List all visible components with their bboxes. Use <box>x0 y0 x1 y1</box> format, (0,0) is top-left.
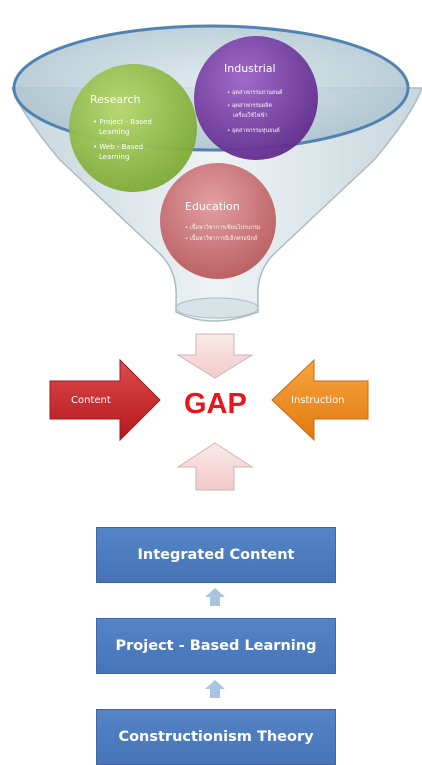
up-arrow <box>176 442 254 491</box>
industrial-bullet-2: • อุตสาหกรรมผลิต <box>227 102 272 109</box>
industrial-bullet-2-cont: เครื่องใช้ไฟฟ้า <box>233 111 268 119</box>
industrial-title: Industrial <box>224 62 276 75</box>
integrated-content-box: Integrated Content <box>96 527 336 583</box>
research-bullet-1: • Project - Based <box>93 118 152 126</box>
project-based-learning-box: Project - Based Learning <box>96 618 336 674</box>
down-arrow <box>176 333 254 379</box>
education-bullet-2: • เนื้อหาวิชาการอิเล็กทรอนิกส์ <box>185 234 258 242</box>
funnel-spout <box>175 297 259 319</box>
gap-label: GAP <box>184 388 247 420</box>
stack-up-arrow-2 <box>205 680 225 698</box>
research-bullet-1-cont: Learning <box>99 128 129 136</box>
content-arrow <box>49 358 161 442</box>
constructionism-theory-label: Constructionism Theory <box>118 729 314 745</box>
industrial-bullet-1: • อุตสาหกรรมยานยนต์ <box>227 89 283 96</box>
research-bullet-2-cont: Learning <box>99 153 129 161</box>
industrial-bullet-3: • อุตสาหกรรมหุ่นยนต์ <box>227 127 280 134</box>
integrated-content-label: Integrated Content <box>137 547 295 563</box>
research-title: Research <box>90 93 140 106</box>
research-circle <box>69 64 197 192</box>
research-bullet-2: • Web - Based <box>93 143 143 151</box>
project-based-learning-label: Project - Based Learning <box>115 638 317 654</box>
industrial-circle <box>194 36 318 160</box>
stack-up-arrow-1 <box>205 588 225 606</box>
content-arrow-label: Content <box>71 395 111 406</box>
education-bullet-1: • เนื้อหาวิชาการเขียนโปรแกรม <box>185 223 261 231</box>
education-circle <box>160 163 276 279</box>
instruction-arrow-label: Instruction <box>291 395 345 406</box>
education-title: Education <box>185 200 240 213</box>
constructionism-theory-box: Constructionism Theory <box>96 709 336 765</box>
instruction-arrow <box>271 358 369 442</box>
